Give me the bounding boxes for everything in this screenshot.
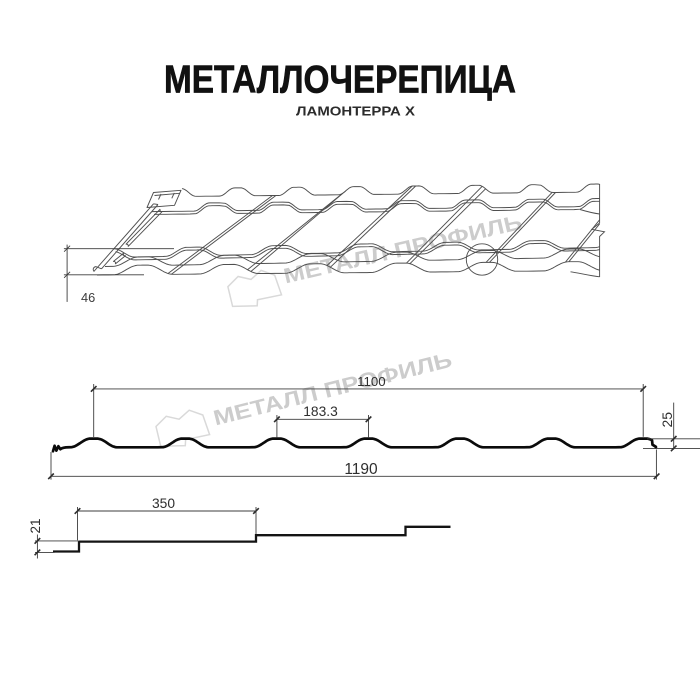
svg-text:1100: 1100 (357, 374, 386, 389)
svg-text:25: 25 (659, 412, 675, 428)
svg-text:1190: 1190 (344, 461, 378, 478)
svg-text:МЕТАЛЛОЧЕРЕПИЦА: МЕТАЛЛОЧЕРЕПИЦА (164, 59, 516, 102)
svg-text:МЕТАЛЛ ПРОФИЛЬ: МЕТАЛЛ ПРОФИЛЬ (281, 210, 524, 288)
svg-text:21: 21 (28, 518, 43, 533)
svg-text:350: 350 (152, 496, 175, 511)
svg-text:183.3: 183.3 (303, 404, 338, 419)
svg-text:ЛАМОНТЕРРА Х: ЛАМОНТЕРРА Х (296, 104, 415, 119)
svg-text:46: 46 (81, 290, 95, 305)
